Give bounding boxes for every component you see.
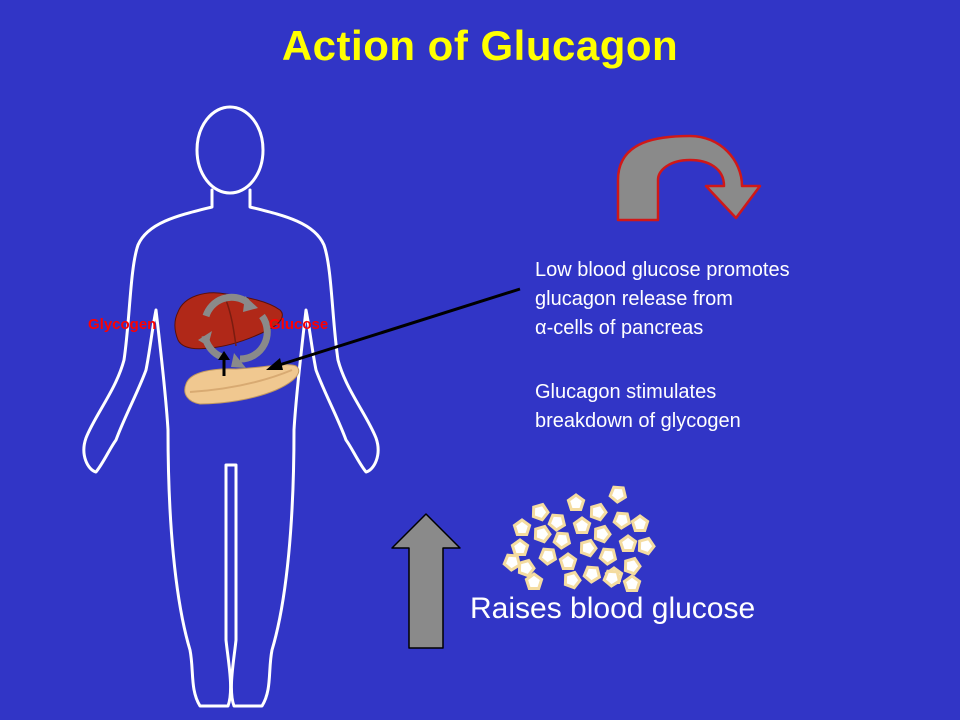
glucose-molecule — [531, 502, 550, 522]
glucose-molecule — [630, 514, 650, 532]
glucose-molecule — [563, 570, 582, 590]
glucose-molecule — [566, 493, 586, 511]
result-text: Raises blood glucose — [470, 592, 756, 625]
glucose-molecule — [533, 524, 552, 544]
text-block-release: Low blood glucose promotes glucagon rele… — [535, 256, 790, 343]
glucose-molecule — [622, 574, 642, 592]
glucose-molecule — [512, 518, 532, 536]
glucose-molecule — [618, 534, 638, 552]
glucose-molecule — [524, 572, 544, 590]
glucose-molecule — [637, 536, 656, 556]
curved-arrow-icon — [616, 134, 762, 222]
text-line: Glucagon stimulates — [535, 381, 717, 403]
glucose-molecule — [598, 547, 618, 566]
text-line: glucagon release from — [535, 288, 733, 310]
glucose-label: Glucose — [269, 316, 329, 333]
glucose-molecule — [552, 531, 572, 550]
pointer-arrow — [266, 287, 521, 370]
glucose-molecule — [502, 553, 522, 572]
text-line: Low blood glucose promotes — [535, 259, 790, 281]
text-block-breakdown: Glucagon stimulates breakdown of glycoge… — [535, 378, 741, 436]
up-arrow-icon — [391, 513, 461, 649]
text-line: breakdown of glycogen — [535, 410, 741, 432]
glucose-molecule — [612, 511, 632, 530]
glucose-molecule — [608, 485, 628, 504]
glycogen-label: Glycogen — [88, 316, 157, 333]
glucose-molecule — [602, 569, 622, 588]
glucose-molecule — [589, 502, 608, 522]
glucose-molecule — [579, 538, 598, 558]
glucose-molecule — [582, 565, 602, 584]
pancreas-up-arrow — [218, 351, 230, 376]
glucose-molecule — [593, 524, 612, 544]
glucose-molecule — [558, 552, 578, 570]
glucose-molecule — [538, 547, 558, 566]
glucose-molecule — [572, 516, 592, 534]
human-body-outline — [82, 105, 380, 708]
glucose-molecule — [547, 513, 567, 532]
glucose-molecule — [623, 556, 642, 576]
text-line: α-cells of pancreas — [535, 317, 704, 339]
slide-title: Action of Glucagon — [281, 22, 679, 69]
glucose-molecule — [510, 538, 530, 556]
glucose-molecules-icon — [502, 485, 656, 592]
glucose-molecule — [517, 558, 536, 578]
